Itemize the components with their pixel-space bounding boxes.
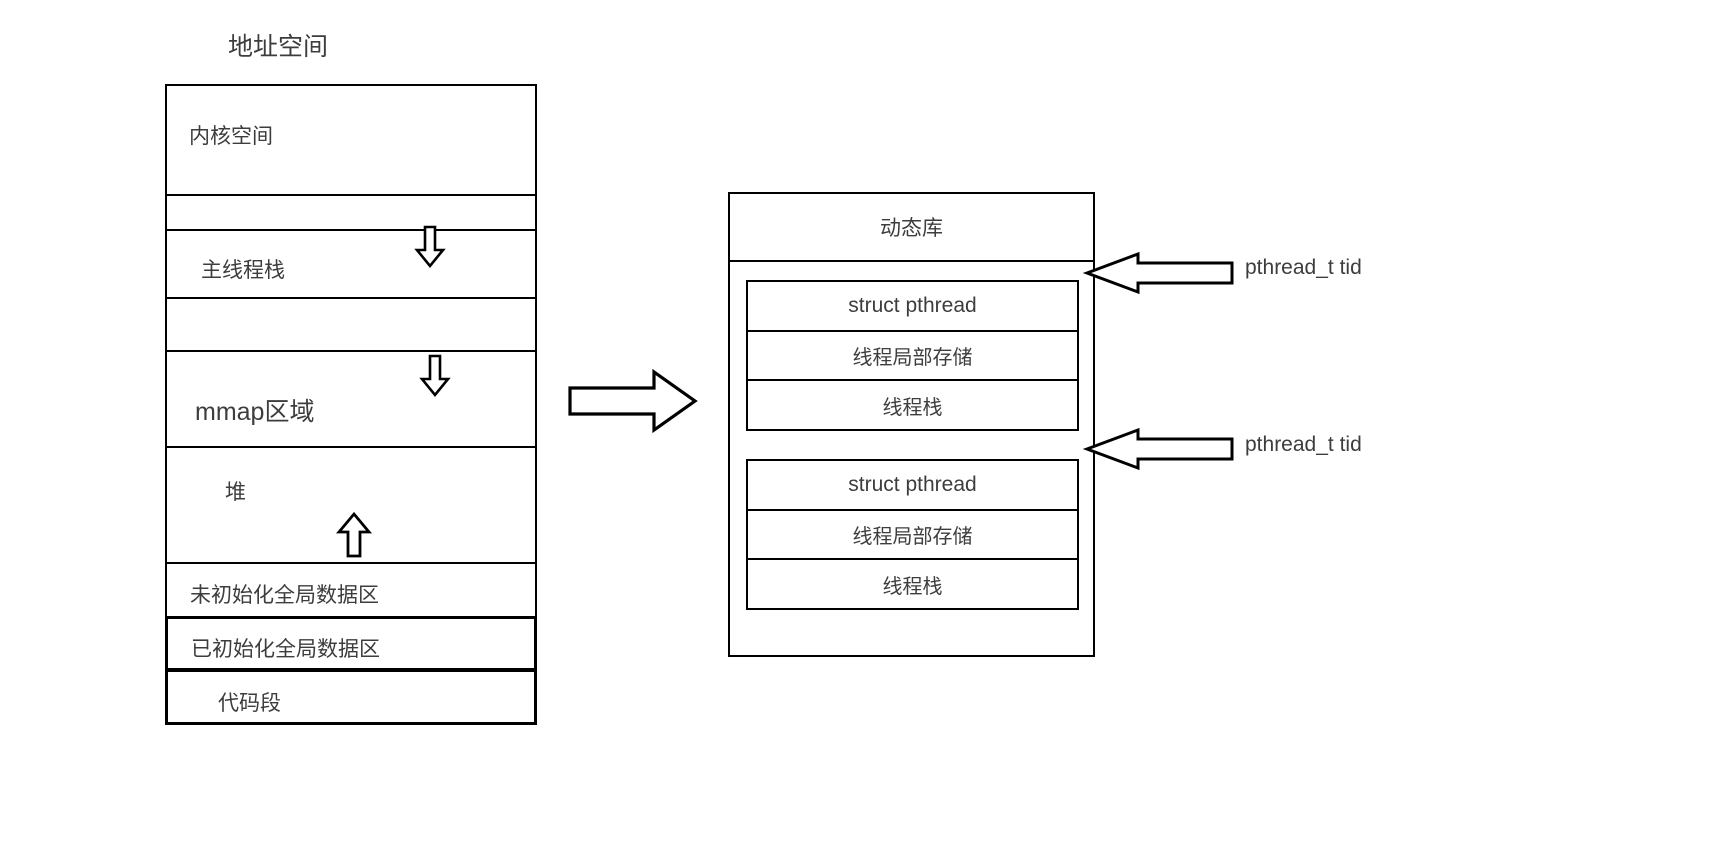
memory-segment-label-main-stack: 主线程栈 [201, 259, 285, 282]
arrow-left-icon-callout-0 [1082, 251, 1234, 295]
memory-segment-kernel: 内核空间 [165, 84, 537, 196]
memory-segment-mmap: mmap区域 [165, 350, 537, 448]
thread-row-struct-pthread: struct pthread [746, 280, 1079, 332]
thread-row-label: 线程局部存储 [852, 347, 973, 369]
memory-segment-data: 已初始化全局数据区 [165, 616, 537, 671]
thread-row-thread-stack: 线程栈 [746, 558, 1079, 610]
memory-segment-main-stack: 主线程栈 [165, 229, 537, 299]
arrow-down-icon-mmap [419, 354, 451, 398]
memory-segment-label-bss: 未初始化全局数据区 [190, 584, 379, 607]
memory-segment-label-kernel: 内核空间 [189, 125, 273, 148]
thread-block: struct pthread 线程局部存储 线程栈 [746, 280, 1079, 431]
arrow-down-icon-main-stack [414, 225, 446, 269]
thread-row-thread-stack: 线程栈 [746, 379, 1079, 431]
address-space-column: 内核空间 主线程栈 mmap区域 堆 未初始化全局数据区 已初始化全局数据区 代… [165, 84, 537, 743]
memory-segment-bss: 未初始化全局数据区 [165, 562, 537, 618]
thread-row-label: 线程栈 [882, 575, 943, 598]
thread-row-tls: 线程局部存储 [746, 329, 1079, 382]
thread-row-label: 线程栈 [882, 396, 943, 419]
memory-segment-label-heap: 堆 [225, 481, 246, 504]
memory-segment-label-mmap: mmap区域 [195, 398, 315, 426]
dynamic-library-title: 动态库 [880, 217, 943, 240]
thread-block: struct pthread 线程局部存储 线程栈 [746, 459, 1079, 610]
address-space-title: 地址空间 [228, 33, 329, 61]
memory-segment-text: 代码段 [165, 669, 537, 725]
arrow-left-icon-callout-1 [1082, 427, 1234, 471]
memory-segment-gap-2 [165, 297, 537, 352]
thread-row-label: struct pthread [848, 294, 977, 317]
thread-row-label: 线程局部存储 [852, 526, 973, 548]
callout-label-pthread-t-tid-1: pthread_t tid [1245, 433, 1362, 456]
memory-segment-label-text: 代码段 [218, 692, 281, 715]
arrow-up-icon-heap [336, 511, 372, 558]
dynamic-library-title-cell: 动态库 [730, 194, 1093, 262]
dynamic-library-box: 动态库 struct pthread 线程局部存储 线程栈 struct pth… [728, 192, 1095, 657]
callout-label-pthread-t-tid-0: pthread_t tid [1245, 256, 1362, 279]
thread-row-label: struct pthread [848, 473, 977, 496]
thread-row-struct-pthread: struct pthread [746, 459, 1079, 511]
arrow-right-icon-transform [568, 368, 698, 434]
memory-segment-label-data: 已初始化全局数据区 [191, 638, 380, 661]
thread-row-tls: 线程局部存储 [746, 508, 1079, 561]
memory-segment-gap-1 [165, 194, 537, 231]
